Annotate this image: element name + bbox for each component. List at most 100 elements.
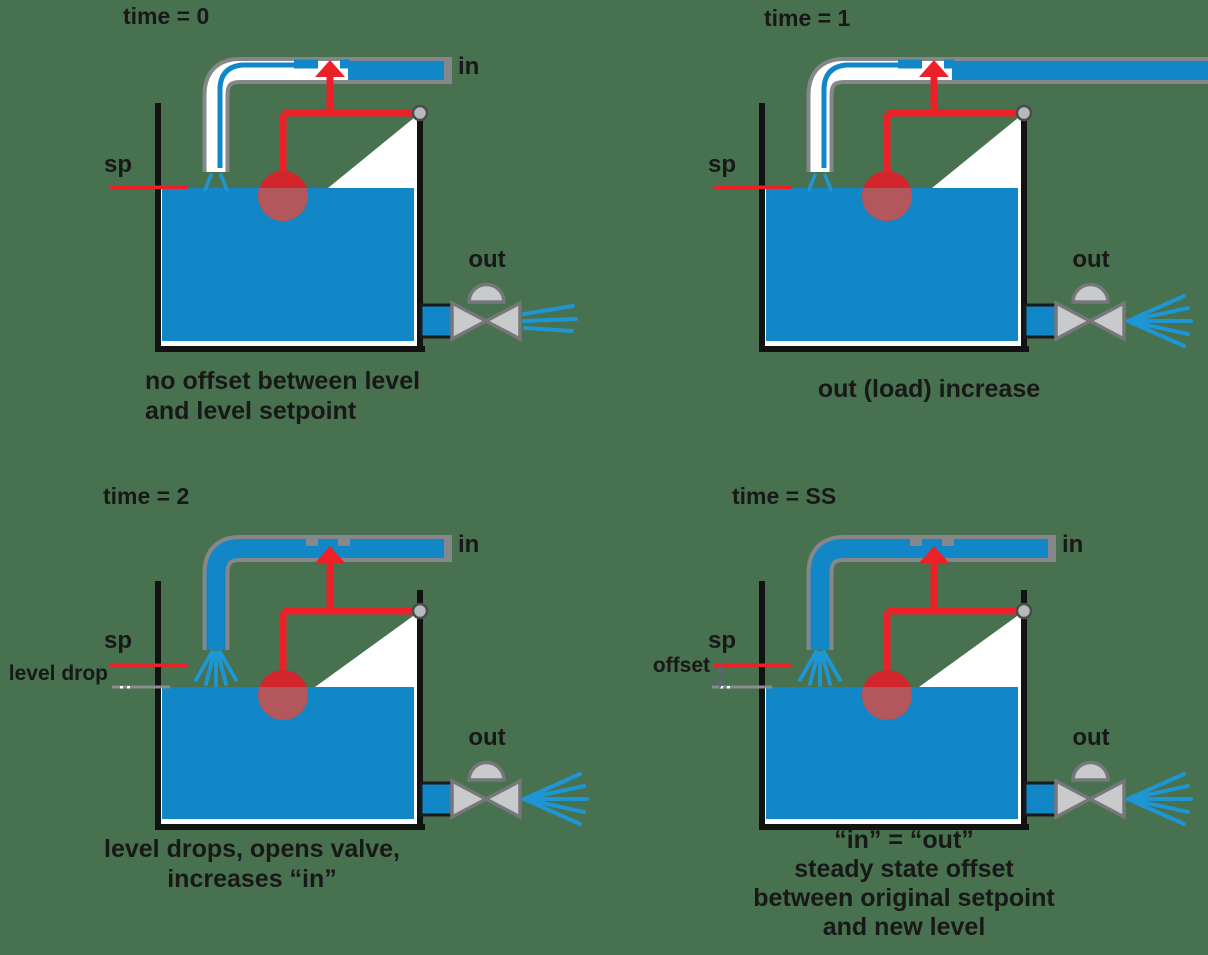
caption-line: level drops, opens valve, bbox=[104, 835, 400, 863]
valve-stem-arrowhead bbox=[919, 546, 949, 563]
inlet-throttled-stream bbox=[821, 62, 900, 168]
lever-arm bbox=[887, 607, 1024, 615]
lever-pivot bbox=[411, 602, 429, 620]
valve-actuator-dome bbox=[467, 282, 506, 304]
valve-stem bbox=[326, 561, 334, 614]
inlet-valve-plug-right bbox=[942, 535, 954, 546]
inlet-label: in bbox=[1062, 531, 1084, 558]
level-drop-line bbox=[112, 685, 170, 689]
lever-arm bbox=[283, 109, 420, 117]
inlet-valve-plug-left bbox=[910, 535, 922, 546]
time-label: time = 1 bbox=[764, 5, 851, 31]
water-highlight-triangle bbox=[919, 611, 1024, 687]
inlet-spray-large bbox=[798, 650, 842, 687]
setpoint-label: sp bbox=[104, 627, 133, 654]
outlet-spray-large bbox=[1126, 294, 1193, 348]
lever-arm bbox=[887, 109, 1024, 117]
caption-line: between original setpoint bbox=[753, 884, 1055, 912]
level-drop-label: level drop bbox=[8, 662, 108, 685]
setpoint-line bbox=[714, 663, 792, 667]
inlet-pipe bbox=[806, 57, 1208, 172]
lever-arm bbox=[283, 607, 420, 615]
setpoint-line bbox=[110, 185, 188, 189]
tank-walls bbox=[155, 581, 425, 830]
panel-caption: level drops, opens valve, increases “in” bbox=[87, 834, 417, 894]
outlet-valve bbox=[419, 282, 522, 342]
outlet-spray-large bbox=[1126, 772, 1193, 826]
outlet-valve bbox=[1023, 282, 1126, 342]
outlet-label: out bbox=[1072, 246, 1110, 273]
panel-time-0: time = 0 sp in out no offset between lev… bbox=[0, 0, 604, 477]
outlet-stub-pipe bbox=[419, 303, 454, 339]
offset-label: offset bbox=[652, 654, 710, 677]
caption-line: and level setpoint bbox=[145, 397, 357, 425]
float-rod bbox=[279, 611, 287, 670]
tank-diagram-time-ss bbox=[712, 535, 1193, 830]
setpoint-label: sp bbox=[708, 151, 737, 178]
float-linkage bbox=[279, 546, 420, 670]
setpoint-line bbox=[110, 663, 188, 667]
inlet-pipe bbox=[202, 57, 452, 172]
caption-line: steady state offset bbox=[794, 855, 1014, 883]
float-linkage bbox=[883, 60, 1024, 173]
lever-pivot bbox=[411, 104, 429, 122]
valve-stem-arrowhead bbox=[919, 60, 949, 77]
inlet-valve-seat-left bbox=[294, 59, 318, 69]
outlet-stub-pipe bbox=[419, 781, 454, 817]
tank-walls bbox=[759, 581, 1029, 830]
tank-diagram-time-1 bbox=[714, 57, 1208, 352]
lever-pivot bbox=[1015, 602, 1033, 620]
water-highlight-triangle bbox=[932, 113, 1024, 188]
inlet-spray-small bbox=[203, 173, 229, 192]
inlet-valve-seat-left bbox=[898, 59, 922, 69]
setpoint-label: sp bbox=[104, 151, 133, 178]
inlet-valve-plug-left bbox=[306, 535, 318, 546]
outlet-stub-pipe bbox=[1023, 781, 1058, 817]
valve-actuator-dome bbox=[467, 760, 506, 782]
float-rod bbox=[883, 113, 891, 173]
inlet-pipe bbox=[202, 535, 452, 650]
valve-stem-arrowhead bbox=[315, 60, 345, 77]
tank-diagram-time-2 bbox=[110, 535, 589, 830]
float-linkage bbox=[279, 60, 420, 173]
panel-time-1: time = 1 sp out out (load) increase bbox=[604, 0, 1208, 477]
time-label: time = 0 bbox=[123, 3, 210, 29]
panel-time-ss: time = SS sp offset in out “in” = “out” … bbox=[604, 478, 1208, 955]
float-rod bbox=[883, 611, 891, 670]
panel-caption: out (load) increase bbox=[764, 374, 1094, 404]
caption-line: and new level bbox=[822, 913, 986, 941]
float-rod bbox=[279, 113, 287, 173]
caption-line: “in” = “out” bbox=[834, 826, 974, 854]
outlet-valve bbox=[419, 760, 522, 820]
float-linkage bbox=[883, 546, 1024, 670]
outlet-stub-pipe bbox=[1023, 303, 1058, 339]
time-label: time = SS bbox=[732, 483, 837, 509]
tank-walls bbox=[759, 103, 1029, 352]
valve-stem-arrowhead bbox=[315, 546, 345, 563]
valve-actuator-dome bbox=[1071, 760, 1110, 782]
inlet-valve-plug-right bbox=[338, 535, 350, 546]
valve-stem bbox=[930, 74, 938, 116]
inlet-throttled-stream bbox=[217, 62, 296, 168]
new-level-line bbox=[712, 685, 772, 689]
inlet-spray-small bbox=[807, 173, 833, 192]
tank-diagram-time-0 bbox=[110, 57, 578, 352]
offset-arrow bbox=[716, 664, 724, 689]
inlet-label: in bbox=[458, 53, 480, 80]
outlet-label: out bbox=[468, 724, 506, 751]
caption-line: increases “in” bbox=[167, 865, 337, 893]
setpoint-label: sp bbox=[708, 627, 737, 654]
valve-stem bbox=[930, 561, 938, 614]
valve-stem bbox=[326, 74, 334, 116]
outlet-spray-large bbox=[522, 772, 589, 826]
water-highlight-triangle bbox=[315, 611, 420, 687]
caption-line: no offset between level bbox=[145, 367, 421, 395]
caption-line: out (load) increase bbox=[817, 375, 1041, 403]
panel-caption: no offset between level and level setpoi… bbox=[145, 366, 420, 426]
inlet-valve-seat-right bbox=[340, 59, 350, 69]
panel-time-2: time = 2 sp level drop in out level drop… bbox=[0, 478, 604, 955]
time-label: time = 2 bbox=[103, 483, 190, 509]
lever-pivot bbox=[1015, 104, 1033, 122]
inlet-valve-seat-right bbox=[944, 59, 954, 69]
